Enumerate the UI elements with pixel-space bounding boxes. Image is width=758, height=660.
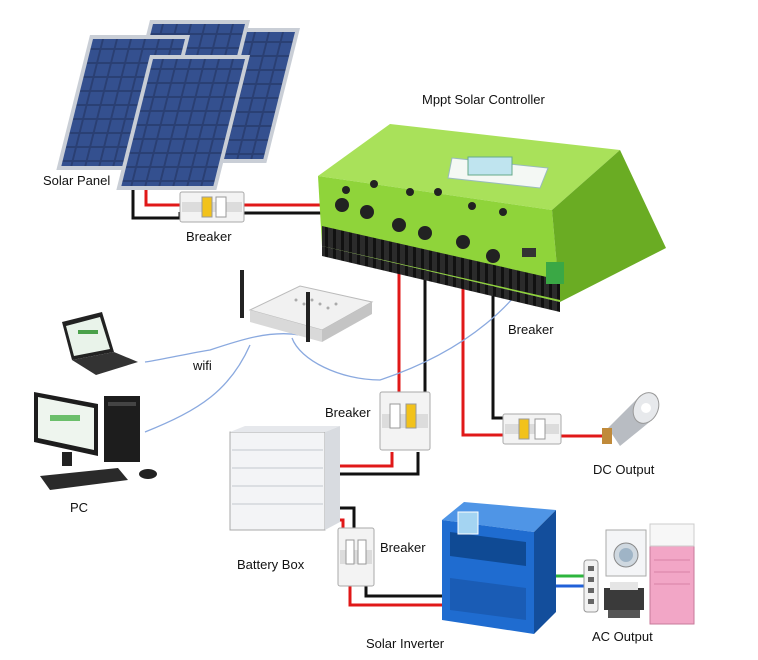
battery-box-icon bbox=[229, 426, 340, 531]
dc-wire-red bbox=[461, 244, 505, 437]
lamp-icon bbox=[602, 392, 660, 446]
inverter-wire-black bbox=[364, 585, 445, 598]
router-icon bbox=[240, 270, 374, 342]
inverter-icon bbox=[442, 502, 556, 634]
panel-breaker-label: Breaker bbox=[186, 229, 232, 244]
solar-inverter-label: Solar Inverter bbox=[366, 636, 445, 651]
battery-box-wire-red bbox=[325, 452, 394, 468]
power-strip-icon bbox=[583, 559, 599, 613]
washing-machine-icon bbox=[605, 529, 647, 577]
ac-output-label: AC Output bbox=[592, 629, 653, 644]
breaker-icon bbox=[502, 413, 562, 445]
dc-breaker-label: Breaker bbox=[508, 322, 554, 337]
printer-icon bbox=[604, 582, 644, 618]
pc-label: PC bbox=[70, 500, 89, 515]
solar-panel-icon bbox=[56, 20, 300, 190]
battery-box-label: Battery Box bbox=[237, 557, 305, 572]
desktop-pc-icon bbox=[34, 392, 157, 490]
solar-panel-label: Solar Panel bbox=[43, 173, 111, 188]
battery-box-wire-black bbox=[325, 452, 420, 476]
dc-output-label: DC Output bbox=[593, 462, 655, 477]
breaker-icon bbox=[179, 191, 245, 223]
air-conditioner-icon bbox=[649, 523, 695, 625]
wifi-label: wifi bbox=[193, 358, 212, 373]
battery-breaker-label: Breaker bbox=[325, 405, 371, 420]
breaker-icon bbox=[337, 527, 375, 587]
laptop-icon bbox=[62, 312, 138, 375]
controller-label: Mppt Solar Controller bbox=[422, 92, 545, 107]
breaker-icon bbox=[379, 391, 431, 451]
controller-icon bbox=[318, 124, 666, 312]
inverter-wire-red bbox=[348, 585, 445, 607]
inverter-breaker-label: Breaker bbox=[380, 540, 426, 555]
